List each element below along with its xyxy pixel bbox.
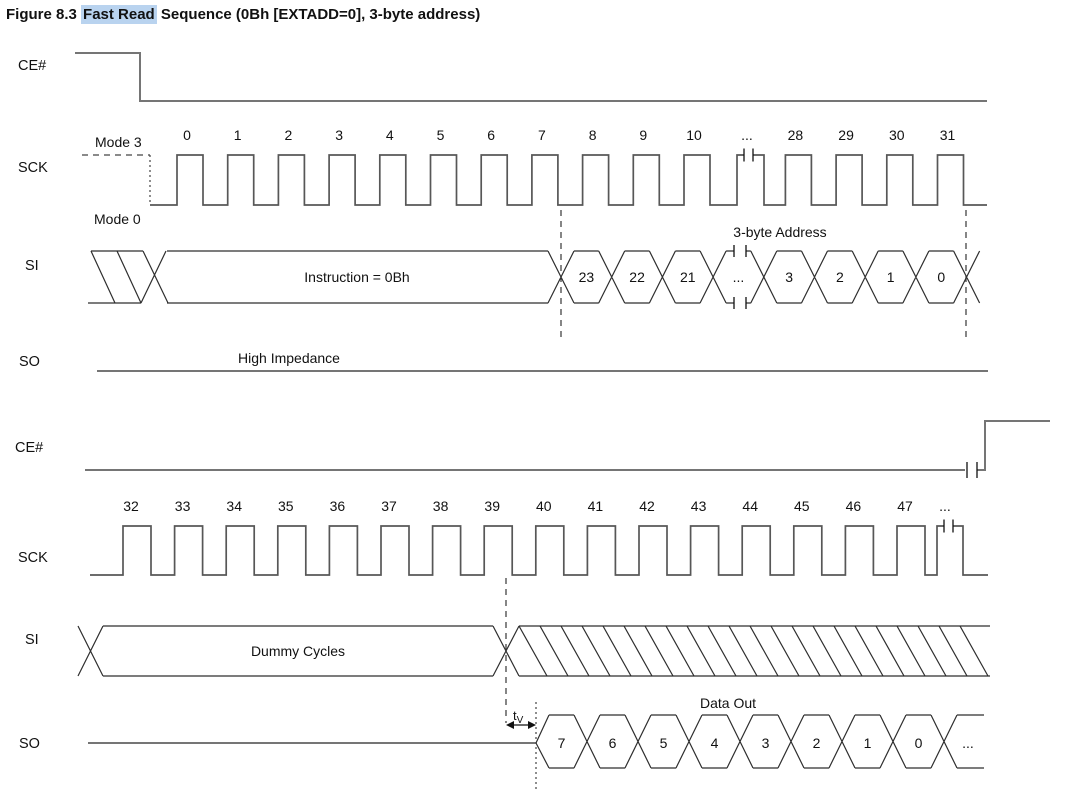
lower-sck-break-ticks: [943, 519, 954, 533]
upper-clock-number: 10: [686, 127, 702, 143]
lower-clock-number: 38: [433, 498, 449, 514]
upper-mode3-label: Mode 3: [95, 134, 142, 150]
data-bit: 5: [660, 735, 668, 751]
lower-clock-number: 32: [123, 498, 139, 514]
lower-clock-number: 36: [330, 498, 346, 514]
upper-ce-waveform: [75, 52, 987, 102]
upper-sck-break-ticks: [743, 148, 754, 162]
address-bit: 3: [785, 269, 793, 285]
upper-clock-number: 0: [183, 127, 191, 143]
lower-clock-number: 40: [536, 498, 552, 514]
upper-clock-number: 5: [437, 127, 445, 143]
upper-clock-number: 2: [285, 127, 293, 143]
address-title: 3-byte Address: [733, 224, 826, 240]
high-impedance-label: High Impedance: [238, 350, 340, 366]
upper-clock-number: 1: [234, 127, 242, 143]
address-bit: 22: [629, 269, 645, 285]
lower-ce-label: CE#: [15, 440, 43, 456]
lower-clock-number: 42: [639, 498, 655, 514]
upper-clock-number: 7: [538, 127, 546, 143]
upper-sck-label: SCK: [18, 160, 48, 176]
instruction-value: Instruction = 0Bh: [304, 269, 409, 285]
lower-clock-number: 47: [897, 498, 913, 514]
upper-clock-ellipsis: ...: [741, 127, 753, 143]
address-bit: 2: [836, 269, 844, 285]
upper-clock-number: 31: [940, 127, 956, 143]
tv-arrowhead-right: [528, 721, 536, 729]
data-bit: 4: [711, 735, 719, 751]
address-bit: 23: [579, 269, 595, 285]
upper-clock-number: 4: [386, 127, 394, 143]
upper-clock-number: 30: [889, 127, 905, 143]
data-bit: 0: [915, 735, 923, 751]
lower-clock-number: 44: [742, 498, 758, 514]
tv-label: tV: [513, 708, 524, 726]
data-bit: 6: [609, 735, 617, 751]
lower-clock-number: 43: [691, 498, 707, 514]
lower-clock-number: 41: [588, 498, 604, 514]
dummy-cycles-label: Dummy Cycles: [251, 643, 345, 659]
figure-title-prefix: Figure 8.3: [6, 6, 82, 23]
lower-si-label: SI: [25, 632, 39, 648]
lower-so-label: SO: [19, 736, 40, 752]
address-bit: 0: [937, 269, 945, 285]
data-bit: 7: [558, 735, 566, 751]
lower-sck-waveform: [90, 525, 988, 576]
upper-clock-number: 28: [788, 127, 804, 143]
upper-clock-number: 9: [639, 127, 647, 143]
upper-clock-number: 6: [487, 127, 495, 143]
lower-si-hatch: [518, 625, 989, 677]
lower-ce-waveform: [85, 420, 1050, 471]
figure-title-highlight: Fast Read: [81, 5, 157, 24]
data-bit: 1: [864, 735, 872, 751]
data-bit: 3: [762, 735, 770, 751]
address-ellipsis: ...: [733, 269, 745, 285]
lower-clock-number: 34: [226, 498, 242, 514]
address-bit: 1: [887, 269, 895, 285]
upper-mode0-label: Mode 0: [94, 211, 141, 227]
upper-si-break-ticks: [733, 245, 747, 309]
tv-arrowhead-left: [506, 721, 514, 729]
figure-title: Figure 8.3 Fast Read Sequence (0Bh [EXTA…: [6, 5, 481, 24]
lower-clock-number: 39: [484, 498, 500, 514]
upper-so-label: SO: [19, 354, 40, 370]
data-ellipsis: ...: [962, 735, 974, 751]
upper-sck-waveform: [150, 154, 987, 206]
data-bit: 2: [813, 735, 821, 751]
lower-clock-ellipsis: ...: [939, 498, 951, 514]
lower-si-bus-outline: [77, 625, 990, 677]
lower-ce-break-ticks: [966, 462, 978, 478]
upper-clock-number: 3: [335, 127, 343, 143]
address-bit: 21: [680, 269, 696, 285]
figure-title-suffix: Sequence (0Bh [EXTADD=0], 3-byte address…: [156, 6, 481, 23]
lower-clock-number: 33: [175, 498, 191, 514]
lower-clock-number: 46: [846, 498, 862, 514]
upper-si-bus-outline: [88, 250, 981, 304]
upper-ce-label: CE#: [18, 58, 46, 74]
lower-clock-number: 45: [794, 498, 810, 514]
upper-clock-number: 29: [838, 127, 854, 143]
lower-sck-label: SCK: [18, 550, 48, 566]
lower-clock-number: 35: [278, 498, 294, 514]
lower-clock-number: 37: [381, 498, 397, 514]
lower-so-bus-outline: [535, 714, 984, 769]
data-out-title: Data Out: [700, 695, 756, 711]
upper-clock-number: 8: [589, 127, 597, 143]
upper-si-label: SI: [25, 258, 39, 274]
